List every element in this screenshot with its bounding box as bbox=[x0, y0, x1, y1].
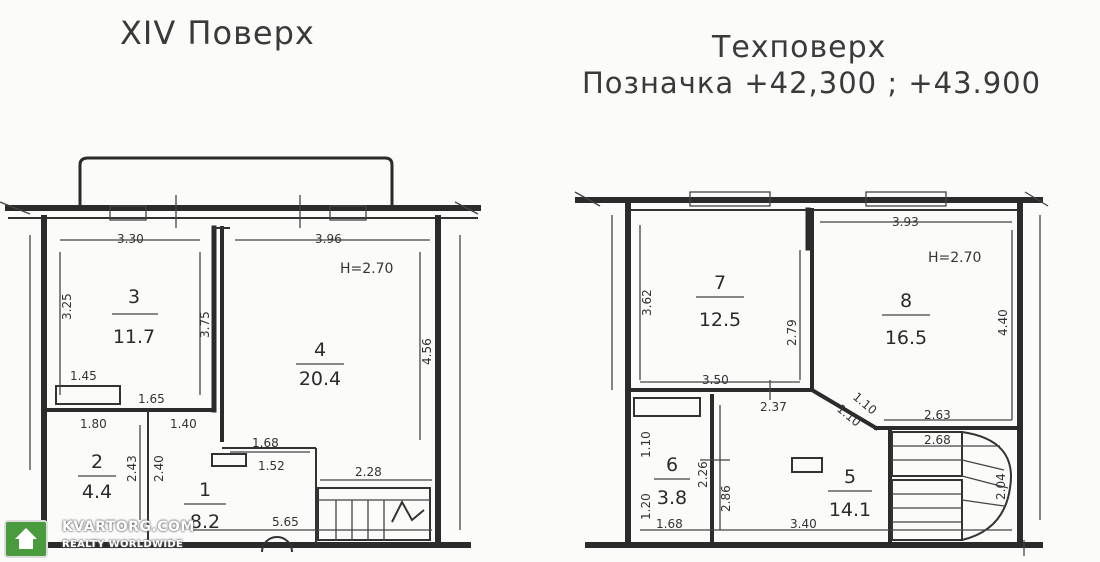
right-plan-title: Техповерх bbox=[712, 30, 887, 65]
dim-label: 2.63 bbox=[924, 408, 951, 422]
window-icon bbox=[865, 191, 947, 207]
house-icon bbox=[4, 520, 48, 558]
dim-label: 3.93 bbox=[892, 215, 919, 229]
room-6-area: 3.8 bbox=[657, 487, 687, 509]
room-1-number: 1 bbox=[199, 479, 211, 501]
dim-label: 3.96 bbox=[315, 232, 342, 246]
room-8-area: 16.5 bbox=[885, 327, 927, 349]
left-plan-title: XIV Поверх bbox=[120, 14, 315, 52]
dim-label: 3.50 bbox=[702, 373, 729, 387]
dim-label: 1.65 bbox=[138, 392, 165, 406]
window-icon bbox=[689, 191, 771, 207]
room-3-number: 3 bbox=[128, 286, 140, 308]
dim-label: 1.10 bbox=[639, 431, 653, 458]
dim-label: 1.45 bbox=[70, 369, 97, 383]
dim-label: 1.40 bbox=[170, 417, 197, 431]
dim-label: 2.04 bbox=[994, 473, 1008, 500]
dim-label: 1.68 bbox=[252, 436, 279, 450]
dim-label: 3.62 bbox=[640, 289, 654, 316]
dim-label: 1.52 bbox=[258, 459, 285, 473]
watermark-tagline: REALTY WORLDWIDE bbox=[62, 539, 184, 550]
dim-label: 1.80 bbox=[80, 417, 107, 431]
room-4-number: 4 bbox=[314, 339, 326, 361]
room-1-area: 8.2 bbox=[190, 511, 220, 533]
dim-label: 2.68 bbox=[924, 433, 951, 447]
dim-label: 2.86 bbox=[719, 485, 733, 512]
room-5-area: 14.1 bbox=[829, 499, 871, 521]
watermark-logo: KVARTORG.COM REALTY WORLDWIDE bbox=[4, 518, 194, 558]
dim-label: 3.25 bbox=[60, 293, 74, 320]
room-6-number: 6 bbox=[666, 454, 678, 476]
dim-label: 4.56 bbox=[420, 338, 434, 365]
window-icon bbox=[109, 205, 147, 221]
left-ceiling-height: H=2.70 bbox=[340, 261, 393, 277]
room-8-number: 8 bbox=[900, 290, 912, 312]
room-7-area: 12.5 bbox=[699, 309, 741, 331]
dim-label: 2.40 bbox=[152, 455, 166, 482]
room-2-area: 4.4 bbox=[82, 481, 112, 503]
room-4-area: 20.4 bbox=[299, 368, 341, 390]
dim-label: 3.40 bbox=[790, 517, 817, 531]
dim-label: 2.28 bbox=[355, 465, 382, 479]
room-7-number: 7 bbox=[714, 272, 726, 294]
room-5-number: 5 bbox=[844, 466, 856, 488]
dim-label: 2.79 bbox=[785, 319, 799, 346]
room-3-area: 11.7 bbox=[113, 326, 155, 348]
right-ceiling-height: H=2.70 bbox=[928, 250, 981, 266]
dim-label: 4.40 bbox=[996, 309, 1010, 336]
right-plan: 7 12.5 8 16.5 6 3.8 5 14.1 H=2.70 3.93 3… bbox=[574, 191, 1049, 556]
left-plan: 3 11.7 4 20.4 2 4.4 1 8.2 H=2.70 3.30 3.… bbox=[0, 156, 481, 553]
right-plan-elevation: Позначка +42,300 ; +43.900 bbox=[582, 66, 1042, 100]
dim-label: 3.75 bbox=[198, 311, 212, 338]
window-icon bbox=[329, 205, 367, 221]
dim-label: 2.43 bbox=[125, 455, 139, 482]
dim-label: 1.68 bbox=[656, 517, 683, 531]
dim-label: 2.37 bbox=[760, 400, 787, 414]
watermark-brand: KVARTORG.COM bbox=[62, 519, 195, 535]
dim-label: 5.65 bbox=[272, 515, 299, 529]
room-2-number: 2 bbox=[91, 451, 103, 473]
dim-label: 3.30 bbox=[117, 232, 144, 246]
dim-label: 2.26 bbox=[696, 461, 710, 488]
dim-label: 1.20 bbox=[639, 493, 653, 520]
